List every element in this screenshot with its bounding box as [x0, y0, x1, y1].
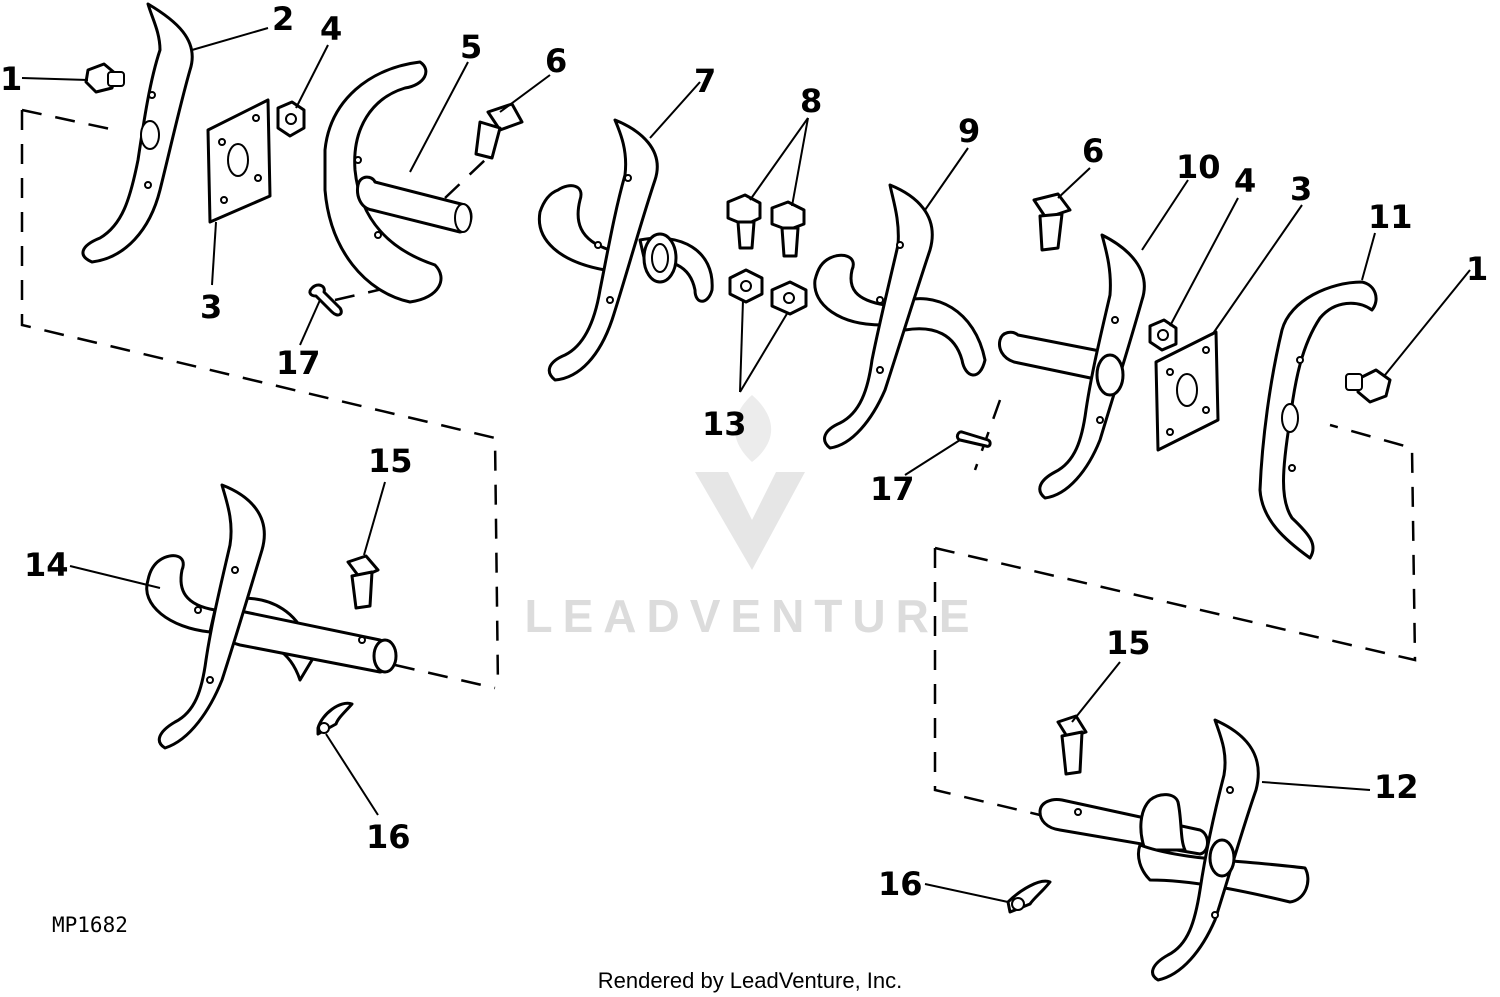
part-16-clip-left [316, 701, 354, 736]
watermark-text: LEADVENTURE [524, 590, 979, 642]
callout-1-right: 1 [1466, 250, 1488, 288]
callout-2: 2 [272, 0, 294, 38]
callout-6-right: 6 [1082, 132, 1104, 170]
part-4-nut-right [1148, 318, 1178, 352]
callout-1-left: 1 [0, 60, 22, 98]
part-15-bolt-right [1056, 714, 1088, 776]
part-5-tine-hub-assembly [323, 60, 473, 304]
callout-4-right: 4 [1234, 162, 1256, 200]
callout-17-right: 17 [870, 470, 915, 508]
callout-6-left: 6 [545, 42, 567, 80]
part-14-tine-shaft-assembly [145, 483, 398, 750]
assembly-outlines [20, 108, 1417, 817]
callout-14: 14 [24, 546, 69, 584]
callout-labels: 1 2 4 5 6 7 8 9 6 10 4 3 11 1 3 17 13 17… [0, 0, 1488, 903]
callout-3-right: 3 [1290, 170, 1312, 208]
part-3-mounting-plate-left [206, 98, 272, 224]
callout-9: 9 [958, 112, 980, 150]
part-12-tine-shaft-assembly [1038, 718, 1310, 982]
leader-lines [21, 27, 1471, 903]
callout-16-right: 16 [878, 865, 923, 903]
part-6-bolt-right [1032, 192, 1072, 252]
part-9-tine-assembly [813, 183, 987, 450]
part-6-bolt-left [474, 102, 524, 160]
part-15-bolt-left [346, 554, 380, 610]
figure-code: MP1682 [52, 913, 128, 937]
callout-12: 12 [1374, 768, 1419, 806]
footer-credit: Rendered by LeadVenture, Inc. [598, 968, 903, 993]
part-3-mounting-plate-right [1154, 330, 1220, 452]
callout-5: 5 [460, 28, 482, 66]
part-17-pin-right [955, 430, 992, 448]
part-16-clip-right [1006, 879, 1052, 914]
callout-10: 10 [1176, 148, 1221, 186]
callout-3-left: 3 [200, 288, 222, 326]
part-11-tine-blade [1258, 280, 1378, 560]
part-1-hex-bolt-right [1345, 368, 1392, 404]
part-13-nuts [728, 268, 808, 316]
part-10-tine-hub-assembly [998, 233, 1146, 500]
callout-15-left: 15 [368, 442, 413, 480]
part-8-bolts [726, 193, 806, 258]
part-1-hex-bolt-left [84, 62, 125, 94]
part-4-nut-left [276, 100, 306, 138]
part-2-tine-blade [81, 2, 194, 264]
part-7-tine-assembly [537, 118, 714, 382]
callout-13: 13 [702, 405, 747, 443]
callout-15-right: 15 [1106, 624, 1151, 662]
part-17-pin-left [308, 283, 343, 317]
callout-16-left: 16 [366, 818, 411, 856]
callout-17-left: 17 [276, 344, 321, 382]
callout-8: 8 [800, 82, 822, 120]
leadventure-watermark: LEADVENTURE [524, 395, 979, 642]
callout-11: 11 [1368, 198, 1413, 236]
callout-7: 7 [694, 62, 716, 100]
callout-4-left: 4 [320, 10, 342, 48]
